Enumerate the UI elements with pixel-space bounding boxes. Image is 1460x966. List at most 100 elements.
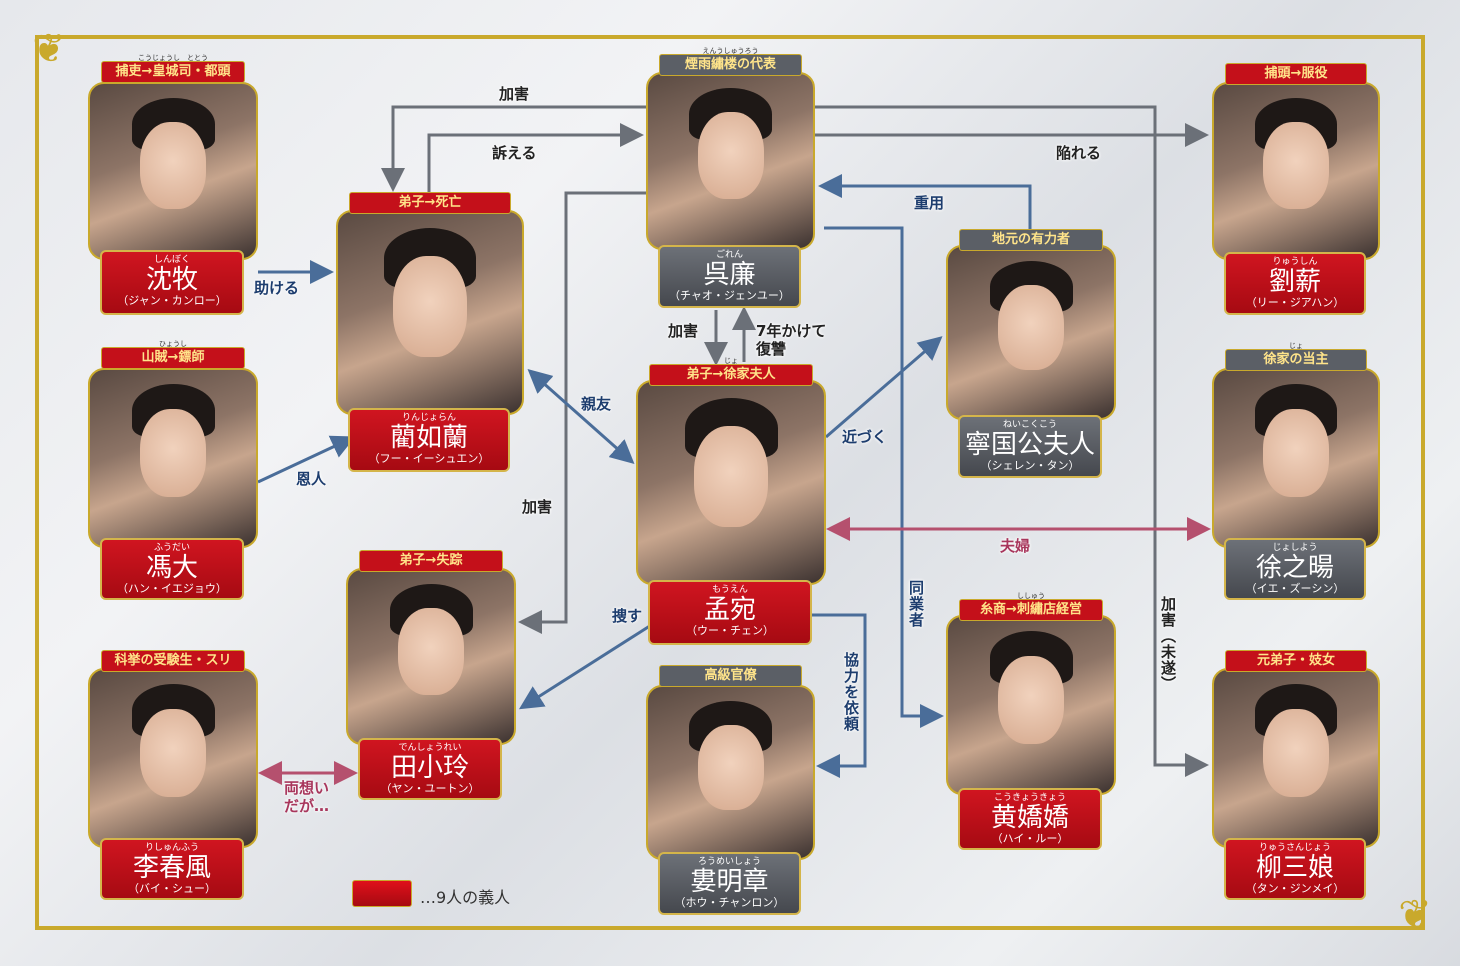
actor-name: （ハイ・ルー） [991,832,1069,845]
role-tag: 弟子→死亡 [350,193,510,213]
character-photo [346,568,516,745]
ornament-corner-icon: ❦ [32,26,66,72]
line-sue [427,123,644,195]
actor-name: （ホウ・チャンロン） [674,896,785,909]
name-plate: りゅうさんじょう 柳三娘 （タン・ジンメイ） [1224,838,1366,900]
role-tag: 弟子→徐家夫人 [650,365,812,385]
role-tag: 山賊→鏢師 [102,348,244,368]
line-approach [825,336,943,439]
ornament-corner-icon: ❦ [1398,892,1432,938]
relation-label: 同業者 [907,580,925,628]
relation-label: 捜す [612,607,643,625]
name-plate: でんしょうれい 田小玲 （ヤン・ユートン） [358,738,502,800]
name-plate: ろうめいしょう 婁明章 （ホウ・チャンロン） [658,852,801,915]
line-harm-1 [381,105,646,192]
actor-name: （ジャン・カンロー） [117,294,227,307]
relation-label: 夫婦 [1000,537,1031,555]
line-peer [824,226,944,728]
character-name: 劉薪 [1268,267,1321,297]
role-ruby: じょ [724,357,738,365]
actor-name: （ウー・チェン） [686,624,774,637]
role-tag: 高級官僚 [660,666,801,686]
role-tag: 元弟子・妓女 [1226,651,1366,671]
character-name: 馮大 [145,553,198,583]
character-name: 李春風 [132,853,211,883]
character-name: 孟宛 [703,595,756,625]
name-ruby: でんしょうれい [398,743,462,753]
character-photo [1212,82,1380,260]
line-cooperate [803,613,867,778]
actor-name: （タン・ジンメイ） [1245,882,1345,895]
name-plate: こうきょうきょう 黄嬌嬌 （ハイ・ルー） [958,788,1102,850]
line-search [518,620,657,710]
name-plate: りしゅんふう 李春風 （バイ・シュー） [100,838,244,900]
role-tag: 捕頭→服役 [1226,64,1366,84]
name-plate: ふうだい 馮大 （ハン・イエジョウ） [100,538,244,600]
name-plate: りゅうしん 劉薪 （リー・ジアハン） [1224,252,1366,315]
character-photo [946,245,1116,420]
role-tag: 弟子→失踪 [360,551,502,571]
line-friend [527,369,635,464]
character-photo [336,210,524,415]
character-name: 藺如蘭 [389,423,468,453]
name-ruby: ごれん [715,250,743,260]
name-ruby: りんじょらん [401,413,456,423]
line-benefactor [257,435,356,484]
character-name: 沈牧 [145,265,198,295]
name-ruby: りゅうさんじょう [1258,843,1331,853]
character-name: 柳三娘 [1255,853,1334,883]
relation-label: 加害 [499,85,530,103]
role-tag: 煙雨繡楼の代表 [660,55,801,75]
actor-name: （ハン・イエジョウ） [117,582,227,595]
character-photo [88,82,258,260]
actor-name: （チャオ・ジェンユー） [669,289,790,302]
role-tag: 科挙の受験生・スリ [102,651,244,671]
name-ruby: もうえん [712,585,748,595]
role-tag: 地元の有力者 [960,230,1102,250]
gold-frame [35,35,1425,930]
name-ruby: ふうだい [153,543,190,553]
character-name: 黄嬌嬌 [990,803,1069,833]
line-promote [818,174,1032,232]
name-plate: りんじょらん 藺如蘭 （フー・イーシュエン） [348,408,510,472]
relation-label: 協力を依頼 [842,652,860,732]
role-tag: 捕吏→皇城司・都頭 [102,62,244,82]
relation-label: 訴える [492,144,537,162]
character-photo [646,685,815,860]
character-photo [88,368,258,548]
role-ruby: こうじょうし ととう [138,54,208,62]
actor-name: （ヤン・ユートン） [380,782,480,795]
name-ruby: ろうめいしょう [697,857,761,867]
character-photo [636,380,826,585]
relation-label: 加害 [668,322,699,340]
role-tag: 糸商→刺繡店経営 [960,600,1102,620]
character-photo [1212,668,1380,848]
character-name: 婁明章 [690,867,769,897]
name-plate: じょしよう 徐之暘 （イエ・ズーシン） [1224,538,1366,600]
name-plate: ねいこくこう 寧国公夫人 （シェレン・タン） [958,415,1102,478]
name-plate: しんぼく 沈牧 （ジャン・カンロー） [100,250,244,315]
legend-text: …9人の義人 [420,888,511,907]
line-harm-attempt [815,105,1209,777]
character-name: 寧国公夫人 [964,430,1095,460]
role-tag: 徐家の当主 [1226,350,1366,370]
name-ruby: しんぼく [153,255,190,265]
actor-name: （フー・イーシュエン） [368,452,490,465]
relation-label: 親友 [581,395,612,413]
name-plate: もうえん 孟宛 （ウー・チェン） [648,580,812,645]
actor-name: （バイ・シュー） [128,882,216,895]
character-name: 呉廉 [703,260,756,290]
character-name: 徐之暘 [1255,553,1334,583]
character-photo [946,615,1116,795]
character-photo [1212,368,1380,548]
name-ruby: りしゅんふう [144,843,199,853]
relation-label: 陥れる [1056,144,1102,162]
name-ruby: ねいこくこう [1002,420,1057,430]
character-photo [646,72,815,250]
relation-label: 7年かけて復讐 [756,322,827,358]
character-photo [88,668,258,848]
name-ruby: りゅうしん [1272,257,1318,267]
relation-label: 恩人 [296,470,327,488]
actor-name: （リー・ジアハン） [1245,296,1345,309]
